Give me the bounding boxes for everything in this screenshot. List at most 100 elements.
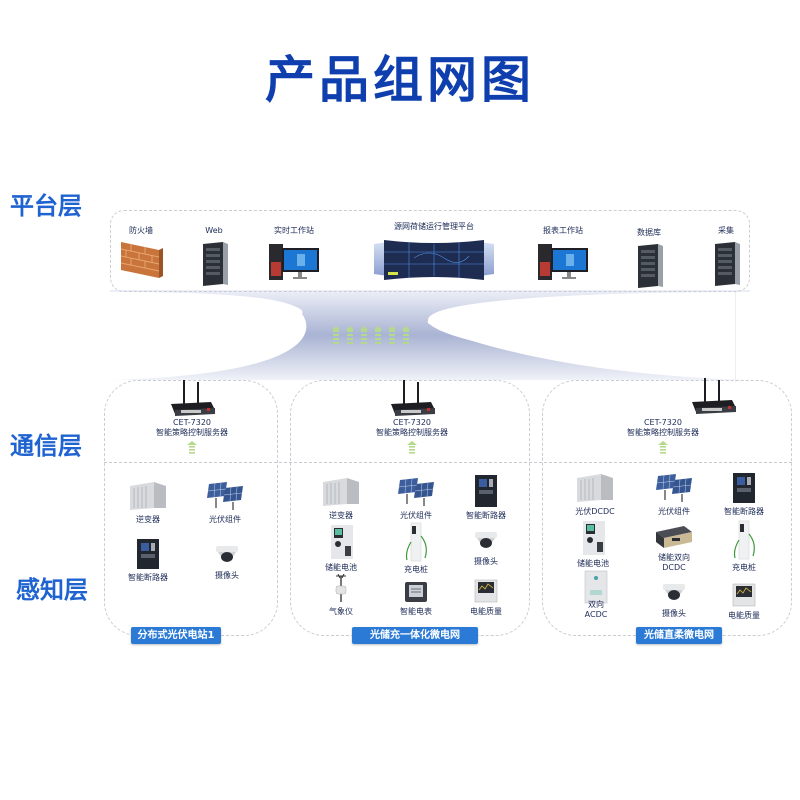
gateway-site-2: CET-7320 智能策略控制服务器 [352,380,472,455]
workstation-icon [269,244,319,280]
platform-device-collection: 采集 [686,226,766,288]
device-label: 报表工作站 [543,226,583,235]
device-label: 气象仪 [329,607,353,616]
device-weather-station: 气象仪 [301,574,381,617]
platform-device-database: 数据库 [609,228,689,290]
device-label: 光伏组件 [658,507,690,516]
charger-icon [405,522,427,562]
device-label: 储能电池 [325,563,357,572]
gateway-model: CET-7320 [643,418,683,427]
device-label: 摄像头 [474,557,498,566]
device-solar-panel: 光伏组件 [185,482,265,525]
dome-camera-icon [216,546,238,562]
device-label: 储能电池 [577,559,609,568]
gateway-name: 智能策略控制服务器 [627,428,699,437]
device-power-quality: 电能质量 [446,578,526,617]
device-label: 光伏组件 [400,511,432,520]
gateway-site-3: CET-7320 智能策略控制服务器 [603,418,723,455]
device-label: 采集 [718,226,734,235]
device-label: 智能断路器 [128,573,168,582]
layer-label-perception: 感知层 [16,576,88,604]
charger-icon [733,520,755,560]
firewall-brick-icon [120,242,163,278]
arrow-up-icon [332,326,340,344]
device-label: 电能质量 [470,607,502,616]
page-title: 产品组网图 [265,51,535,109]
device-pv-dcdc: 光伏DCDC [555,474,635,517]
arrow-up-icon [374,326,382,344]
arrow-up-icon [407,441,417,454]
acdc-cabinet-icon [584,570,608,604]
device-camera: 摄像头 [187,542,267,581]
platform-device-realtime-workstation: 实时工作站 [254,226,334,282]
device-power-quality: 电能质量 [704,582,784,621]
solar-panel-icon [207,482,243,510]
dome-camera-icon [475,532,497,548]
gateway-name: 智能策略控制服务器 [156,428,228,437]
device-label: 数据库 [637,228,661,237]
workstation-icon [538,244,588,280]
router-icon [391,380,435,416]
device-smart-meter: 智能电表 [376,580,456,617]
device-charger: 充电桩 [376,522,456,575]
breaker-icon [733,473,755,503]
device-label: 光伏DCDC [575,507,615,516]
weather-station-icon [335,574,347,602]
device-label: 逆变器 [136,515,160,524]
battery-cabinet-icon [331,525,353,559]
device-storage-battery: 储能电池 [301,524,381,573]
network-funnel [110,290,750,380]
site-tag-pv-storage-charging[interactable]: 光储充一体化微电网 [352,627,478,644]
battery-cabinet-icon [583,521,605,555]
dome-camera-icon [663,584,685,600]
device-label: 摄像头 [662,609,686,618]
platform-layer-box [110,210,750,292]
device-smart-breaker: 智能断路器 [108,538,188,583]
funnel-right-cutout [428,292,750,378]
device-smart-breaker: 智能断路器 [446,474,526,521]
device-bidirectional-dcdc: 储能双向 DCDC [634,524,714,573]
site-tag-pv-storage-dc-flexible[interactable]: 光储直柔微电网 [636,627,722,644]
platform-device-web: Web [174,226,254,288]
device-storage-battery: 储能电池 [553,520,633,569]
solar-panel-icon [398,478,434,506]
inverter-icon [577,474,613,502]
device-label: 智能断路器 [466,511,506,520]
layer-divider [104,462,792,463]
device-label: Web [205,226,223,235]
site-tag-distributed-pv[interactable]: 分布式光伏电站1 [131,627,221,644]
device-label: 智能断路器 [724,507,764,516]
tower-server-icon [203,242,228,286]
inverter-icon [323,478,359,506]
gateway-name: 智能策略控制服务器 [376,428,448,437]
device-label: 充电桩 [404,565,428,574]
device-solar-panel: 光伏组件 [376,478,456,521]
smart-meter-icon [405,582,427,602]
arrow-up-icon [346,326,354,344]
layer-label-communication: 通信层 [10,432,82,460]
arrow-up-icon [658,441,668,454]
device-inverter: 逆变器 [301,478,381,521]
gateway-model: CET-7320 [172,418,212,427]
device-label: 防火墙 [129,226,153,235]
funnel-left-cutout [110,292,302,378]
layer-label-platform: 平台层 [10,192,82,220]
device-solar-panel: 光伏组件 [634,474,714,517]
device-bidirectional-acdc: 双向 ACDC [556,570,636,624]
video-wall-icon [374,240,494,280]
device-smart-breaker: 智能断路器 [704,472,784,517]
platform-device-firewall: 防火墙 [101,226,181,280]
device-camera: 摄像头 [446,528,526,567]
device-label: 充电桩 [732,563,756,572]
rack-converter-icon [656,526,692,548]
device-camera: 摄像头 [634,580,714,619]
inverter-icon [130,482,166,510]
gateway-site-1: CET-7320 智能策略控制服务器 [132,380,252,455]
arrow-up-icon [402,326,410,344]
platform-device-report-workstation: 报表工作站 [523,226,603,282]
arrow-up-icon [360,326,368,344]
device-label: 储能双向 DCDC [658,553,690,572]
gateway-model: CET-7320 [392,418,432,427]
power-quality-icon [732,583,756,607]
router-icon [692,378,736,414]
